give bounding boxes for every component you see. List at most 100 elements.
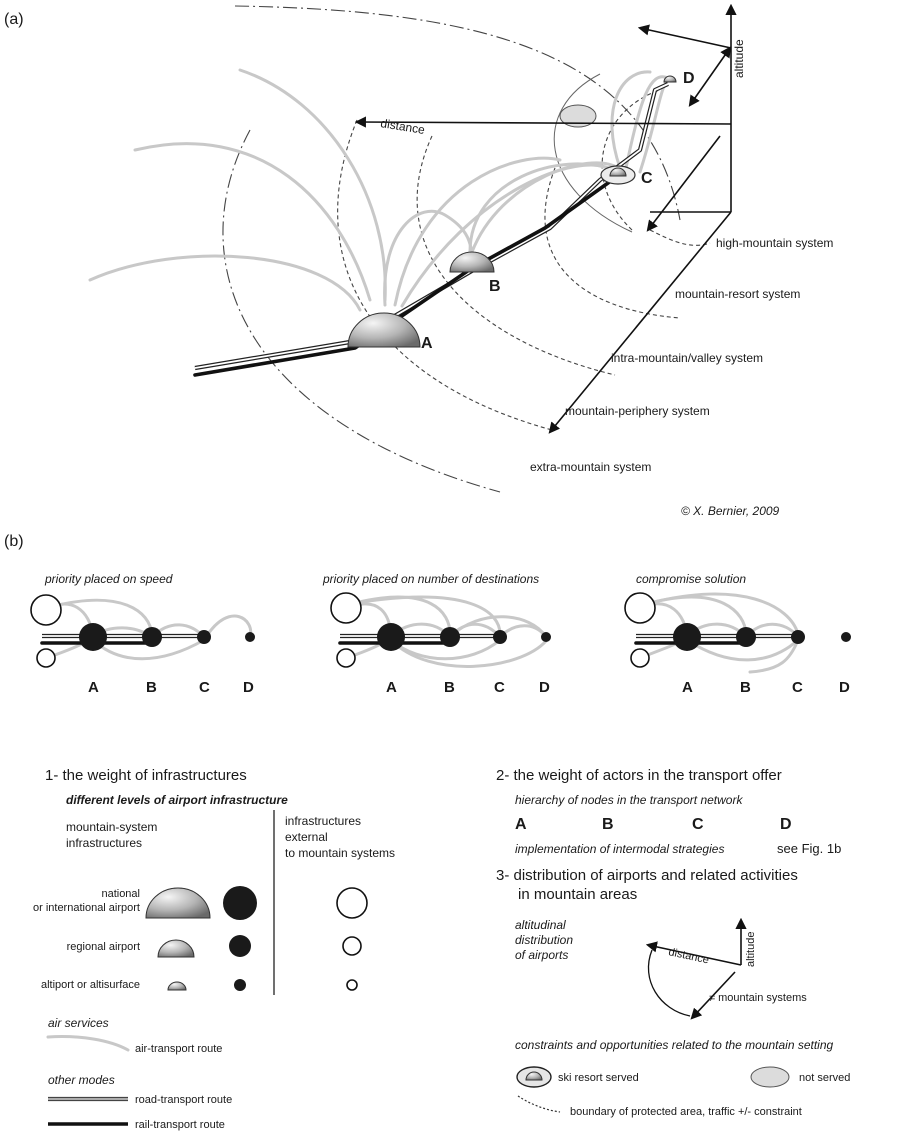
label-d: D (539, 679, 550, 696)
scenario-compromise: compromise solution A B C D (624, 572, 851, 696)
node-b (440, 627, 460, 647)
panel-b-label: (b) (4, 533, 24, 550)
resort-zone-arc (544, 167, 681, 319)
node-d-label: D (683, 70, 695, 87)
zone-periphery-label: mountain-periphery system (565, 404, 710, 418)
altitudinal-1: altitudinal (515, 918, 566, 932)
not-served-area (559, 104, 597, 128)
external-airport-large (30, 594, 62, 626)
legend-actors: 2- the weight of actors in the transport… (496, 767, 841, 856)
label-a: A (682, 679, 693, 696)
national-ring (336, 887, 368, 919)
legend-1-heading: 1- the weight of infrastructures (45, 767, 247, 784)
extra-zone-arc-upper (234, 5, 681, 221)
altitudinal-2: distribution (515, 933, 573, 947)
node-a (673, 623, 701, 651)
boundary-label: boundary of protected area, traffic +/- … (570, 1106, 802, 1118)
altiport-label: altiport or altisurface (41, 979, 140, 991)
high-system-arrow (646, 135, 721, 232)
mountain-systems-label: ≠ mountain systems (709, 992, 807, 1004)
zone-high-label: high-mountain system (716, 236, 833, 250)
scenario-title: priority placed on number of destination… (322, 572, 539, 586)
regional-dome (157, 939, 195, 958)
label-a: A (386, 679, 397, 696)
scenario-title: priority placed on speed (44, 572, 173, 586)
label-d: D (839, 679, 850, 696)
mini-systems-axis (690, 971, 736, 1020)
zone-intra-label: intra-mountain/valley system (611, 351, 763, 365)
not-served-swatch (750, 1066, 790, 1088)
mini-arc (647, 949, 691, 1017)
label-c: C (199, 679, 210, 696)
distance-axis-label: distance (380, 116, 427, 137)
mini-altitude-label: altitude (745, 932, 757, 967)
label-c: C (792, 679, 803, 696)
high-zone-arc-inner (601, 89, 661, 231)
hierarchy-label: hierarchy of nodes in the transport netw… (515, 793, 743, 807)
label-a: A (88, 679, 99, 696)
altitude-arrow-d (688, 46, 732, 107)
intermodal-label: implementation of intermodal strategies (515, 842, 724, 856)
periphery-zone-arc (337, 119, 553, 431)
node-a-label: A (421, 335, 433, 352)
external-airport-small (336, 648, 356, 668)
national-dome (145, 887, 211, 919)
col-mountain-line1: mountain-system (66, 820, 157, 834)
altiport-dark (234, 979, 246, 991)
hier-c: C (692, 816, 704, 833)
mini-distance-axis (645, 941, 742, 966)
scenario-title: compromise solution (636, 572, 746, 586)
node-c (791, 630, 805, 644)
scenario-destinations: priority placed on number of destination… (322, 572, 551, 696)
node-c (197, 630, 211, 644)
zone-extra-label: extra-mountain system (530, 460, 651, 474)
label-d: D (243, 679, 254, 696)
regional-dark (229, 935, 251, 957)
hier-b: B (602, 816, 614, 833)
road-route-label: road-transport route (135, 1094, 232, 1106)
other-modes-label: other modes (48, 1073, 115, 1087)
air-route-swatch (46, 1035, 130, 1052)
air-route-label: air-transport route (135, 1043, 222, 1055)
legend-2-heading: 2- the weight of actors in the transport… (496, 767, 782, 784)
external-airport-large (624, 592, 656, 624)
external-airport-small (36, 648, 56, 668)
altitude-arrow-top (637, 24, 732, 49)
node-d-dome (663, 75, 677, 83)
node-d (541, 632, 551, 642)
hier-a: A (515, 816, 527, 833)
regional-label: regional airport (67, 941, 140, 953)
node-b (736, 627, 756, 647)
national-dark (223, 886, 257, 920)
scenario-speed: priority placed on speed A B C D (30, 572, 255, 696)
legend-1-subheading: different levels of airport infrastructu… (66, 793, 288, 807)
systems-axis (548, 211, 732, 434)
legend-infrastructures: 1- the weight of infrastructures differe… (33, 767, 395, 1131)
high-zone-arc-outer (553, 73, 633, 233)
node-b (142, 627, 162, 647)
external-airport-large (330, 592, 362, 624)
node-d (841, 632, 851, 642)
node-b-dome (449, 251, 495, 273)
col-external-line3: to mountain systems (285, 846, 395, 860)
legend-distribution: 3- distribution of airports and related … (496, 867, 850, 1118)
altitudinal-3: of airports (515, 948, 568, 962)
national-label-2: or international airport (33, 902, 140, 914)
label-b: B (740, 679, 751, 696)
node-a-dome (347, 312, 421, 348)
node-d (245, 632, 255, 642)
protected-boundary (649, 229, 711, 246)
copyright: © X. Bernier, 2009 (681, 504, 780, 518)
ski-served-label: ski resort served (558, 1072, 639, 1084)
extra-zone-arc-lower (222, 129, 501, 493)
axes-a (354, 3, 737, 434)
altitude-axis-label: altitude (732, 39, 746, 78)
boundary-swatch (517, 1095, 561, 1113)
col-external-line2: external (285, 830, 328, 844)
zone-boundaries (222, 5, 711, 493)
col-mountain-line2: infrastructures (66, 836, 142, 850)
col-external-line1: infrastructures (285, 814, 361, 828)
hier-d: D (780, 816, 792, 833)
node-c-dome (609, 167, 627, 177)
